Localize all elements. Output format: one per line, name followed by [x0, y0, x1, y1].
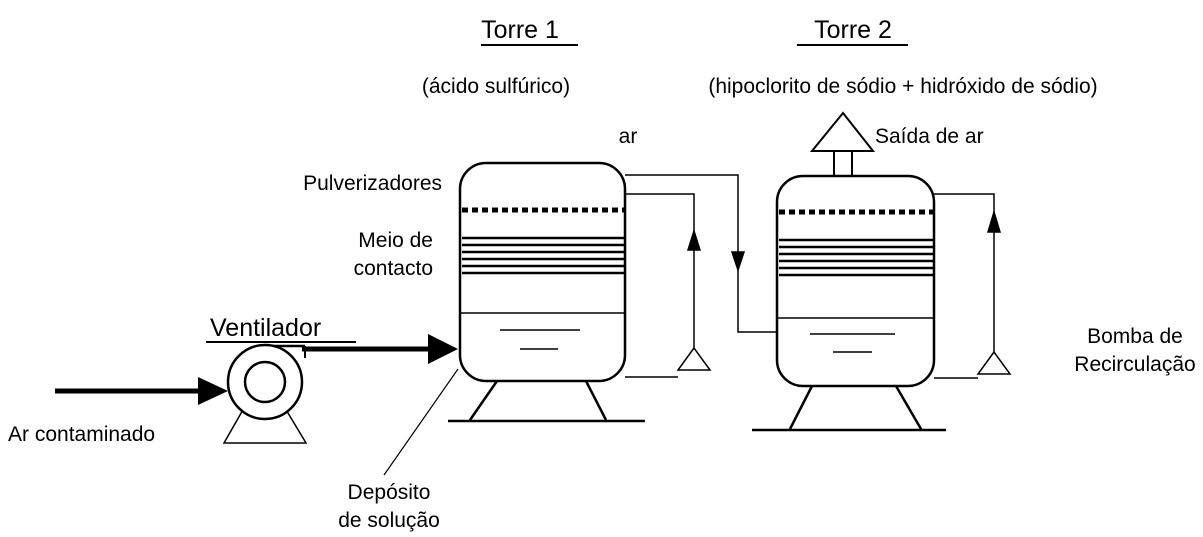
tower1-up-arrow-icon	[686, 228, 702, 251]
fan-outlet-arrow	[302, 334, 458, 364]
tower1-recirculation	[625, 193, 712, 378]
tower2-vessel	[775, 174, 936, 388]
contact-medium-label-line2: contacto	[354, 257, 433, 280]
tower1-pump-icon	[676, 346, 712, 371]
tower1-leg-left	[468, 380, 499, 421]
tower2-recirculation	[934, 193, 1012, 379]
tower2-chemical: (hipoclorito de sódio + hidróxido de sód…	[708, 75, 1097, 98]
sprayers-label: Pulverizadores	[303, 172, 442, 195]
tower2-leg-left	[788, 385, 814, 430]
duct-down-arrow-icon	[730, 251, 746, 273]
tower1-contact-medium	[462, 236, 624, 275]
inlet-arrow-icon	[198, 377, 228, 405]
tower2-up-arrow-icon	[986, 209, 1002, 233]
tower1-leg-right	[584, 380, 608, 421]
fan-housing	[226, 343, 304, 421]
air-outlet-icon	[809, 111, 876, 152]
inlet-arrow	[55, 377, 228, 405]
transfer-duct	[625, 174, 777, 333]
tower2	[752, 111, 946, 432]
air-outlet-label: Saída de ar	[875, 125, 984, 148]
fan-impeller-icon	[243, 360, 287, 404]
tower2-leg-right	[894, 385, 923, 430]
solution-tank-leader	[383, 368, 459, 476]
tower1-chemical: (ácido sulfúrico)	[422, 75, 570, 98]
pump-label-line1: Bomba de	[1087, 325, 1183, 348]
solution-tank-label-line1: Depósito	[348, 481, 431, 504]
fan-label: Ventilador	[210, 314, 321, 342]
fan-outlet-arrow-icon	[428, 334, 458, 364]
tower1-vessel	[458, 161, 627, 383]
fan	[222, 343, 308, 444]
contaminated-air-label: Ar contaminado	[8, 423, 155, 446]
tower1-title: Torre 1	[481, 16, 559, 44]
tower1	[448, 161, 645, 423]
contact-medium-label-line1: Meio de	[358, 229, 433, 252]
tower2-title: Torre 2	[814, 16, 892, 44]
pump-label-line2: Recirculação	[1074, 353, 1195, 376]
tower2-contact-medium	[779, 238, 933, 277]
tower2-pump-icon	[976, 350, 1012, 375]
ar-label: ar	[619, 125, 638, 148]
solution-tank-label-line2: de solução	[338, 509, 440, 532]
